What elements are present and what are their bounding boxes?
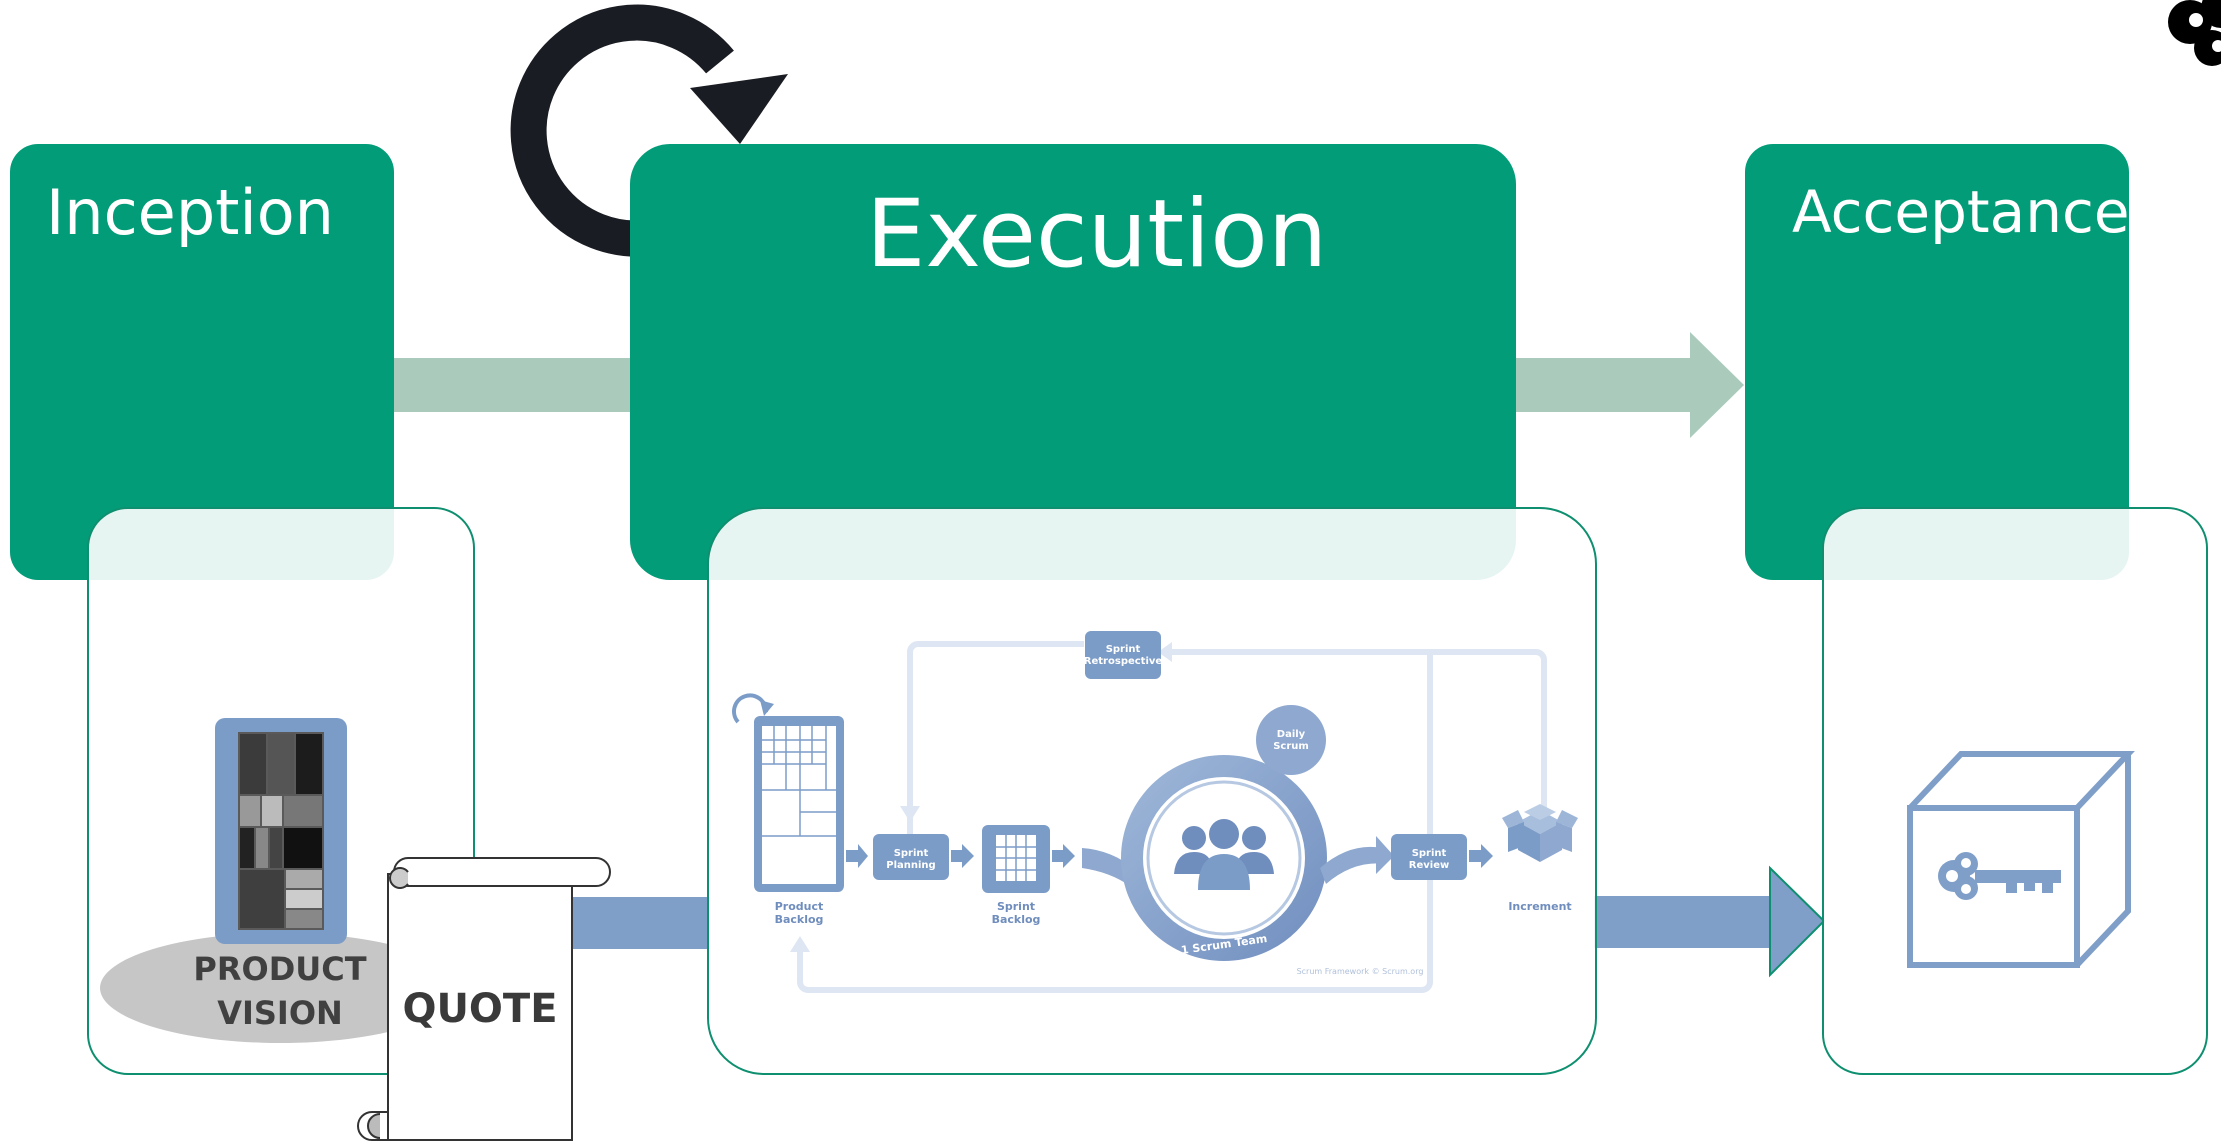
inception-phase-box[interactable]: [10, 144, 394, 580]
quote-to-execution-flow: [570, 897, 710, 949]
sprint-review-label-line2: Review: [1409, 860, 1449, 871]
key-icon: [1938, 852, 2061, 900]
acceptance-panel: [1822, 507, 2208, 1075]
sprint-retrospective-label-line1: Sprint: [1106, 644, 1141, 655]
sprint-retrospective-label-line2: Retrospective: [1084, 656, 1163, 667]
quote-label: QUOTE: [402, 986, 557, 1032]
increment-label: Increment: [1508, 900, 1571, 913]
sprint-retrospective-box[interactable]: [1085, 631, 1161, 679]
execution-phase-box[interactable]: [630, 144, 1516, 580]
sprint-planning-box[interactable]: [873, 834, 949, 880]
box-with-key-icon[interactable]: [1907, 751, 2135, 968]
flow-arrow: [846, 844, 868, 868]
product-vision-label-line1: PRODUCT: [193, 950, 366, 988]
product-backlog-label-line1: Product: [775, 900, 824, 913]
daily-scrum-circle[interactable]: [1256, 705, 1326, 775]
product-vision-label-line2: VISION: [217, 994, 343, 1032]
execution-to-acceptance-flow: [1594, 865, 1826, 978]
inception-title: Inception: [46, 176, 334, 249]
sprint-review-box[interactable]: [1391, 834, 1467, 880]
flow-arrow: [1469, 844, 1493, 868]
product-vision-ellipse: [100, 933, 460, 1043]
sprint-backlog-label-line2: Backlog: [992, 913, 1041, 926]
execution-title: Execution: [866, 180, 1328, 289]
gear-icon[interactable]: [2168, 0, 2221, 66]
sprint-review-label-line1: Sprint: [1412, 848, 1447, 859]
sprint-planning-label-line1: Sprint: [894, 848, 929, 859]
sprint-backlog-label-line1: Sprint: [997, 900, 1035, 913]
acceptance-phase-box[interactable]: [1745, 144, 2129, 580]
boxes-icon[interactable]: [1502, 804, 1578, 862]
inception-execution-connector: [392, 358, 632, 412]
circular-arrow-icon: [510, 4, 788, 257]
acceptance-title: Acceptance: [1792, 178, 2130, 246]
sprint-planning-label-line2: Planning: [886, 860, 935, 871]
daily-scrum-label-line1: Daily: [1277, 729, 1306, 740]
team-icon: [1174, 819, 1274, 890]
product-vision-image: [215, 718, 347, 944]
flow-arrow: [951, 844, 974, 868]
quote-scroll[interactable]: [357, 857, 611, 1141]
scrum-framework: [790, 641, 1547, 993]
execution-acceptance-arrow: [1510, 332, 1744, 438]
sprint-backlog-icon[interactable]: [982, 825, 1050, 893]
product-backlog-icon[interactable]: [732, 693, 844, 892]
product-backlog-label-line2: Backlog: [775, 913, 824, 926]
flow-arrow: [1052, 844, 1075, 868]
daily-scrum-label-line2: Scrum: [1273, 741, 1309, 752]
scrum-credit: Scrum Framework © Scrum.org: [1297, 967, 1424, 976]
